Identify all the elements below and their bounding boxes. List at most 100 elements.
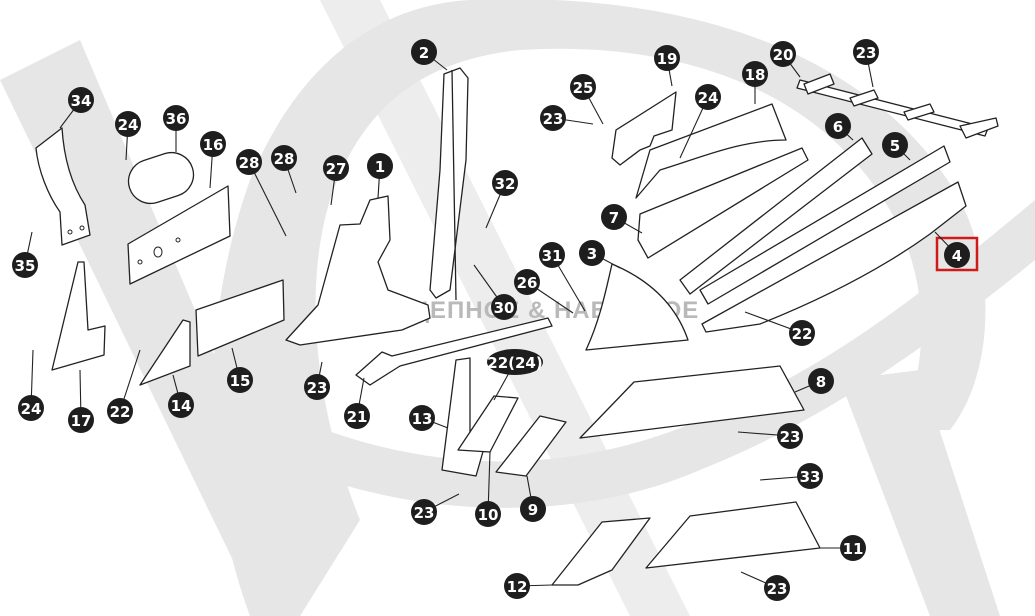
callout-badge bbox=[107, 398, 133, 424]
callout-c19[interactable]: 19 bbox=[654, 45, 680, 87]
callout-c6[interactable]: 6 bbox=[825, 113, 854, 141]
callout-label: 24 bbox=[21, 400, 42, 418]
callout-label: 9 bbox=[528, 501, 538, 519]
callout-label: 7 bbox=[609, 209, 619, 227]
callout-badge bbox=[504, 573, 530, 599]
callout-c16[interactable]: 16 bbox=[200, 131, 226, 189]
callout-label: 36 bbox=[166, 110, 187, 128]
callout-c34[interactable]: 34 bbox=[59, 87, 94, 129]
callout-c25[interactable]: 25 bbox=[570, 74, 604, 125]
callout-badge bbox=[68, 407, 94, 433]
callout-c23a[interactable]: 23 bbox=[540, 105, 594, 131]
callout-c22a[interactable]: 22 bbox=[107, 349, 141, 424]
callout-c12[interactable]: 12 bbox=[504, 573, 553, 599]
callout-badge bbox=[742, 61, 768, 87]
part-11 bbox=[645, 501, 821, 569]
callout-c22b[interactable]: 22 bbox=[744, 311, 815, 346]
part-19 bbox=[611, 91, 677, 166]
callout-badge bbox=[491, 294, 517, 320]
callout-c14[interactable]: 14 bbox=[168, 374, 194, 418]
callout-badge bbox=[570, 74, 596, 100]
callout-label: 34 bbox=[71, 92, 92, 110]
callout-label: 13 bbox=[412, 410, 433, 428]
callout-c8[interactable]: 8 bbox=[794, 368, 834, 394]
callout-badge bbox=[411, 39, 437, 65]
callout-label: 28 bbox=[274, 150, 295, 168]
callout-c36[interactable]: 36 bbox=[163, 105, 189, 152]
callout-label: 17 bbox=[71, 412, 92, 430]
callout-c31[interactable]: 31 bbox=[539, 242, 586, 312]
callout-c10[interactable]: 10 bbox=[475, 451, 501, 527]
callout-badge bbox=[115, 111, 141, 137]
callout-c23f[interactable]: 23 bbox=[740, 571, 790, 601]
callout-badge bbox=[236, 149, 262, 175]
part-6 bbox=[679, 137, 873, 295]
callout-badge bbox=[12, 252, 38, 278]
part-14 bbox=[139, 319, 191, 386]
callout-badge bbox=[409, 405, 435, 431]
callout-c18[interactable]: 18 bbox=[742, 61, 768, 104]
callout-c35[interactable]: 35 bbox=[12, 231, 38, 278]
callout-badge bbox=[654, 45, 680, 71]
callout-c1[interactable]: 1 bbox=[367, 153, 393, 199]
callout-label: 24 bbox=[698, 89, 719, 107]
callout-c3[interactable]: 3 bbox=[579, 240, 621, 269]
callout-badge bbox=[770, 41, 796, 67]
callout-c26[interactable]: 26 bbox=[514, 269, 574, 314]
callout-c28b[interactable]: 28 bbox=[236, 149, 287, 237]
callout-label: 27 bbox=[326, 160, 347, 178]
callout-c24b[interactable]: 24 bbox=[18, 349, 44, 421]
part-2 bbox=[429, 67, 469, 299]
callout-c33[interactable]: 33 bbox=[759, 463, 823, 489]
callout-label: 23 bbox=[767, 580, 788, 598]
callout-c2224[interactable]: 22(24) bbox=[487, 349, 543, 401]
part-21 bbox=[355, 317, 553, 386]
callout-label: 16 bbox=[203, 136, 224, 154]
callout-c2[interactable]: 2 bbox=[411, 39, 448, 71]
callout-label: 5 bbox=[890, 137, 900, 155]
callout-c13[interactable]: 13 bbox=[409, 405, 449, 431]
callout-c7[interactable]: 7 bbox=[601, 204, 643, 234]
callout-badge bbox=[200, 131, 226, 157]
callout-c24a[interactable]: 24 bbox=[115, 111, 141, 161]
callout-c32[interactable]: 32 bbox=[485, 170, 518, 229]
callout-c21[interactable]: 21 bbox=[344, 377, 370, 429]
callout-badge bbox=[853, 39, 879, 65]
callout-label: 20 bbox=[773, 46, 794, 64]
part-9 bbox=[495, 415, 567, 477]
callout-c23d[interactable]: 23 bbox=[411, 493, 460, 525]
part-4 bbox=[701, 181, 967, 333]
callout-label: 28 bbox=[239, 154, 260, 172]
callout-label: 19 bbox=[657, 50, 678, 68]
callout-c9[interactable]: 9 bbox=[520, 475, 546, 522]
callout-c23e[interactable]: 23 bbox=[737, 423, 803, 449]
callout-badge bbox=[777, 423, 803, 449]
callout-badge bbox=[840, 535, 866, 561]
callout-label: 3 bbox=[587, 245, 597, 263]
callout-label: 22 bbox=[792, 325, 813, 343]
callout-c11[interactable]: 11 bbox=[820, 535, 866, 561]
callout-badge bbox=[475, 501, 501, 527]
callout-c24c[interactable]: 24 bbox=[679, 84, 721, 159]
callout-c15[interactable]: 15 bbox=[227, 347, 253, 393]
callout-badge bbox=[764, 575, 790, 601]
callout-badge bbox=[304, 374, 330, 400]
callout-label: 24 bbox=[118, 116, 139, 134]
callout-label: 1 bbox=[375, 158, 385, 176]
callout-badge bbox=[271, 145, 297, 171]
callout-c20[interactable]: 20 bbox=[770, 41, 801, 78]
callout-c23b[interactable]: 23 bbox=[853, 39, 879, 88]
callout-c4[interactable]: 4 bbox=[934, 231, 970, 268]
callout-badge bbox=[487, 349, 543, 375]
callout-c27[interactable]: 27 bbox=[323, 155, 349, 206]
callout-label: 23 bbox=[414, 504, 435, 522]
callout-c5[interactable]: 5 bbox=[882, 132, 911, 161]
callout-c23c[interactable]: 23 bbox=[304, 361, 330, 400]
callout-badge bbox=[168, 392, 194, 418]
callout-c28a[interactable]: 28 bbox=[271, 145, 297, 194]
callout-label: 23 bbox=[856, 44, 877, 62]
callout-c17[interactable]: 17 bbox=[68, 369, 94, 433]
part-7 bbox=[637, 147, 809, 259]
callout-c30[interactable]: 30 bbox=[473, 264, 517, 320]
